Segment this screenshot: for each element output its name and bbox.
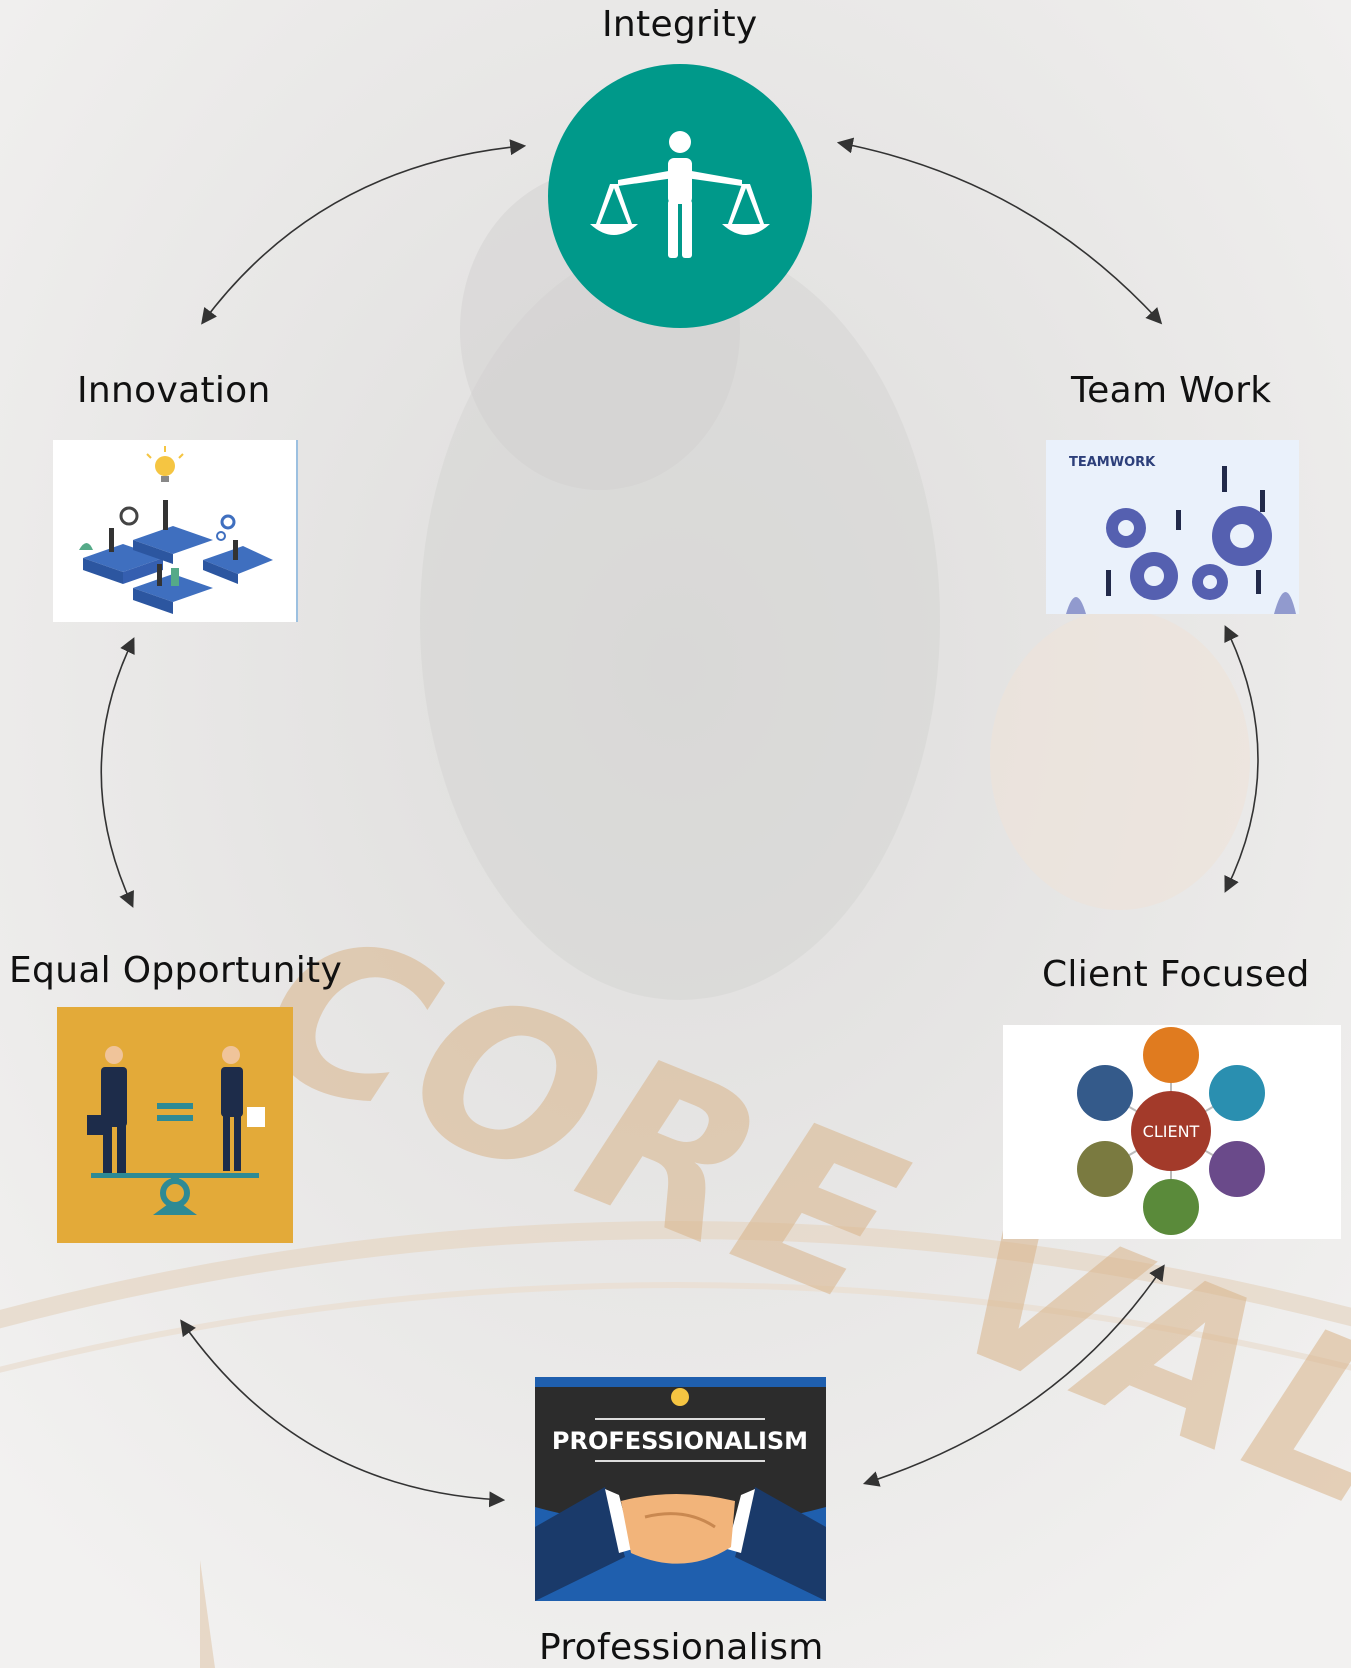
handshake-icon: PROFESSIONALISM <box>535 1377 826 1601</box>
equal-opportunity-image <box>57 1007 293 1243</box>
innovation-image <box>53 440 298 622</box>
client-center-text: CLIENT <box>1143 1122 1200 1141</box>
equal-opportunity-label: Equal Opportunity <box>9 950 343 991</box>
integrity-icon-circle <box>546 64 814 328</box>
lightbulb-puzzle-icon <box>53 440 296 622</box>
innovation-label: Innovation <box>77 370 271 411</box>
client-wheel-icon: CLIENT <box>1003 1025 1341 1239</box>
team-work-label: Team Work <box>1071 370 1272 411</box>
teamwork-caption: TEAMWORK <box>1069 455 1156 470</box>
professionalism-image: PROFESSIONALISM <box>535 1377 826 1601</box>
gears-team-icon: TEAMWORK <box>1046 440 1299 614</box>
professionalism-label: Professionalism <box>539 1627 824 1668</box>
equal-scale-icon <box>57 1007 293 1243</box>
integrity-label: Integrity <box>602 4 758 45</box>
balance-scale-person-icon <box>548 64 812 328</box>
client-focused-image: CLIENT <box>1003 1025 1341 1239</box>
professionalism-banner: PROFESSIONALISM <box>552 1427 808 1455</box>
client-focused-label: Client Focused <box>1042 954 1310 995</box>
team-work-image: TEAMWORK <box>1046 440 1299 614</box>
